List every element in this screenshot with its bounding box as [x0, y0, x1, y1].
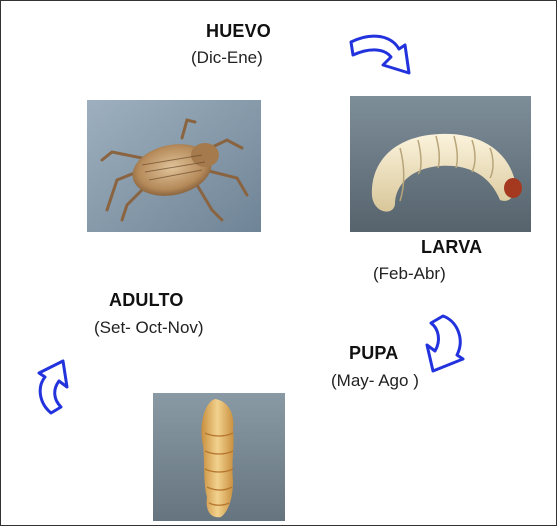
pupa-photo — [153, 393, 285, 521]
adult-beetle-photo — [87, 100, 261, 232]
larva-photo — [350, 96, 531, 232]
adult-stage-period: (Set- Oct-Nov) — [94, 318, 204, 338]
egg-stage-period: (Dic-Ene) — [191, 48, 263, 68]
curved-arrow-down-right-icon — [347, 33, 419, 81]
larva-stage-period: (Feb-Abr) — [373, 264, 446, 284]
curved-arrow-down-icon — [421, 313, 467, 373]
pupa-stage-label: PUPA — [349, 343, 398, 364]
larva-stage-label: LARVA — [421, 237, 482, 258]
curved-arrow-up-icon — [35, 357, 75, 417]
adult-stage-label: ADULTO — [109, 290, 184, 311]
egg-stage-label: HUEVO — [206, 21, 271, 42]
pupa-stage-period: (May- Ago ) — [331, 371, 419, 391]
